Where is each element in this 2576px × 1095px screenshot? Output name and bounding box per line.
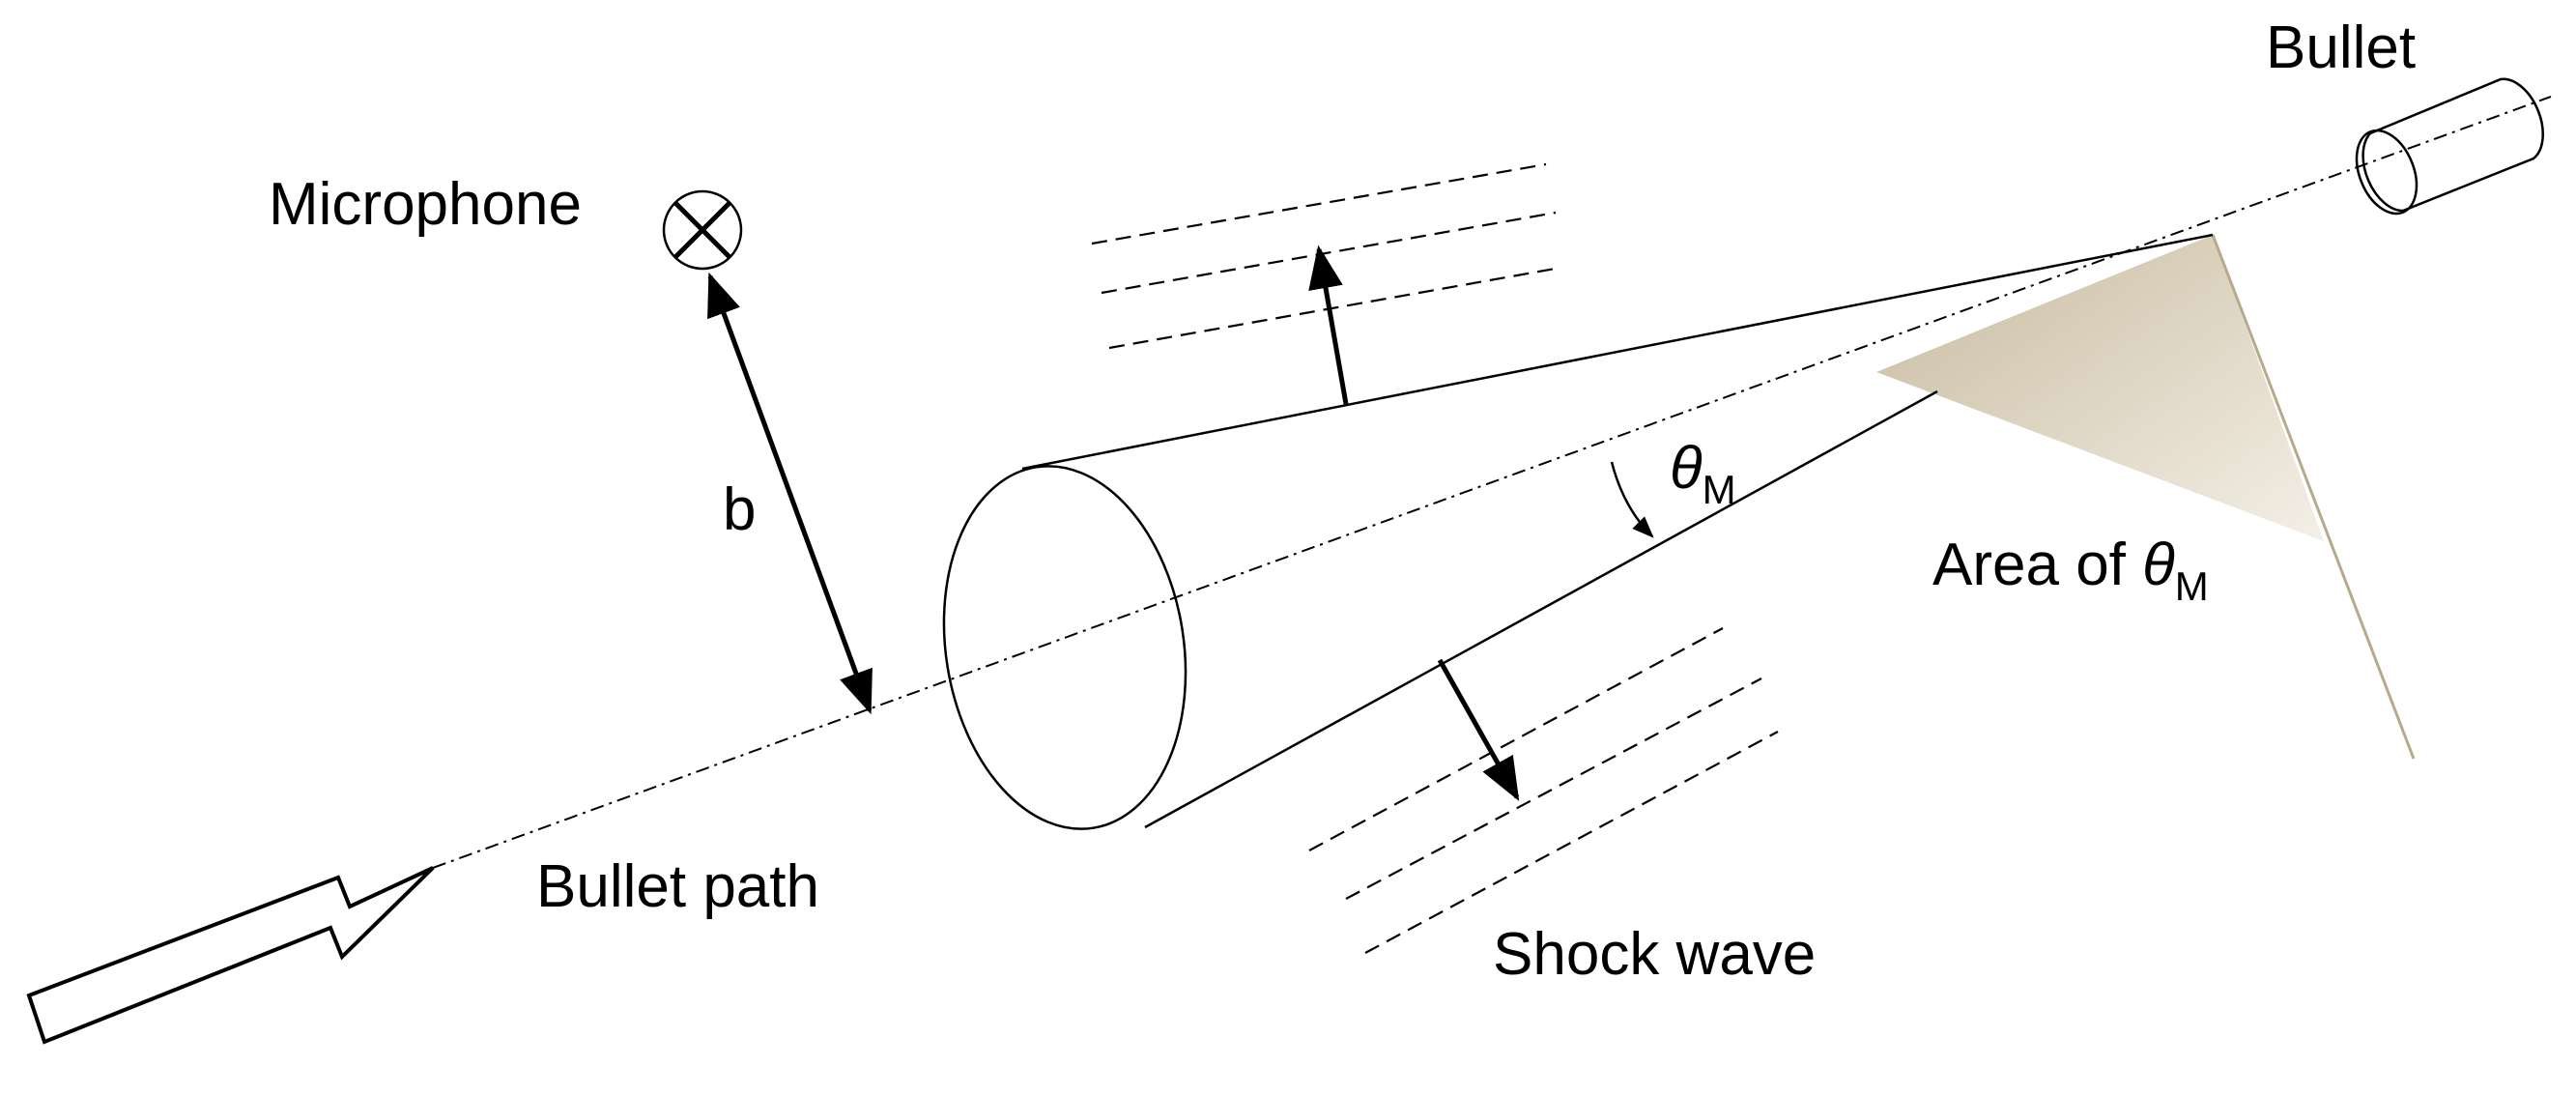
area-of-theta-label: Area of θM	[1932, 532, 2209, 609]
upper-wave-line-1	[1091, 162, 1547, 245]
lower-wave-line-1	[1308, 627, 1724, 851]
theta-angle-arrow	[1610, 461, 1654, 538]
area-prefix: Area of	[1932, 532, 2142, 598]
area-of-theta-region	[1876, 235, 2324, 541]
lower-wave-arrow	[1437, 658, 1520, 801]
cone-lower-edge	[1144, 389, 1938, 829]
area-edge-line	[2211, 234, 2416, 760]
distance-b-arrow	[707, 272, 873, 715]
bullet-path-label: Bullet path	[536, 853, 819, 920]
microphone-label: Microphone	[269, 171, 582, 238]
upper-wave-line-2	[1101, 211, 1557, 295]
lower-wave-line-3	[1364, 731, 1779, 954]
upper-wave-line-3	[1108, 266, 1561, 350]
cone-base-ellipse	[942, 465, 1188, 830]
circled-x-icon	[662, 189, 743, 271]
theta-m-label: θM	[1670, 435, 1736, 512]
shock-wave-label: Shock wave	[1493, 921, 1816, 988]
cylinder-icon	[2355, 77, 2544, 216]
hollow-arrow-icon	[26, 866, 435, 1045]
bullet-path-line	[432, 96, 2552, 869]
area-theta-subscript: M	[2175, 563, 2209, 609]
bullet-label: Bullet	[2266, 14, 2416, 81]
cone-upper-edge	[1021, 233, 2214, 471]
area-theta-symbol: θ	[2142, 532, 2175, 598]
upper-wave-arrow	[1308, 245, 1349, 405]
theta-symbol: θ	[1670, 435, 1703, 502]
theta-subscript: M	[1703, 467, 1736, 512]
lower-wave-line-2	[1345, 677, 1762, 900]
b-label: b	[723, 476, 756, 543]
